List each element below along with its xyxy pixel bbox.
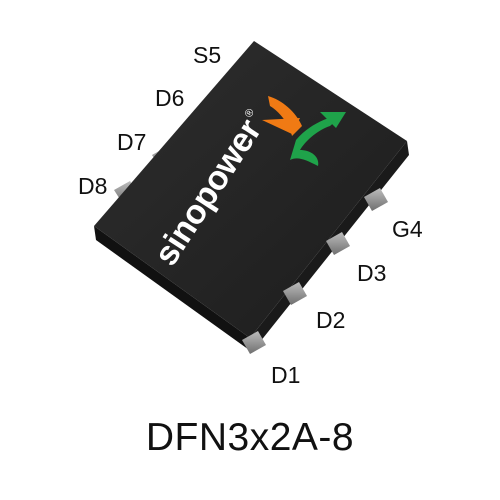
pin-label-d2: D2	[316, 307, 346, 333]
pin-label-d8: D8	[78, 173, 108, 199]
pin-label-g4: G4	[392, 216, 423, 242]
pad-d1	[242, 331, 266, 354]
sinopower-logo-icon	[262, 96, 346, 166]
pad-d2	[283, 282, 307, 305]
pin-label-d7: D7	[117, 129, 147, 155]
logo-green-stroke-2	[320, 112, 346, 128]
body-top	[94, 41, 407, 338]
pin-label-d1: D1	[271, 362, 301, 388]
package-name: DFN3x2A-8	[145, 416, 355, 459]
body-side-front	[94, 226, 252, 352]
pin-label-s5: S5	[193, 42, 222, 68]
pin-label-d6: D6	[155, 85, 185, 111]
logo-green-stroke	[290, 114, 344, 166]
pad-d3	[326, 232, 350, 255]
logo-orange-stroke-2	[262, 118, 300, 134]
pin-label-d3: D3	[357, 260, 387, 286]
bottom-pads	[242, 188, 388, 354]
pad-g4	[364, 188, 388, 211]
package-body	[94, 41, 409, 352]
